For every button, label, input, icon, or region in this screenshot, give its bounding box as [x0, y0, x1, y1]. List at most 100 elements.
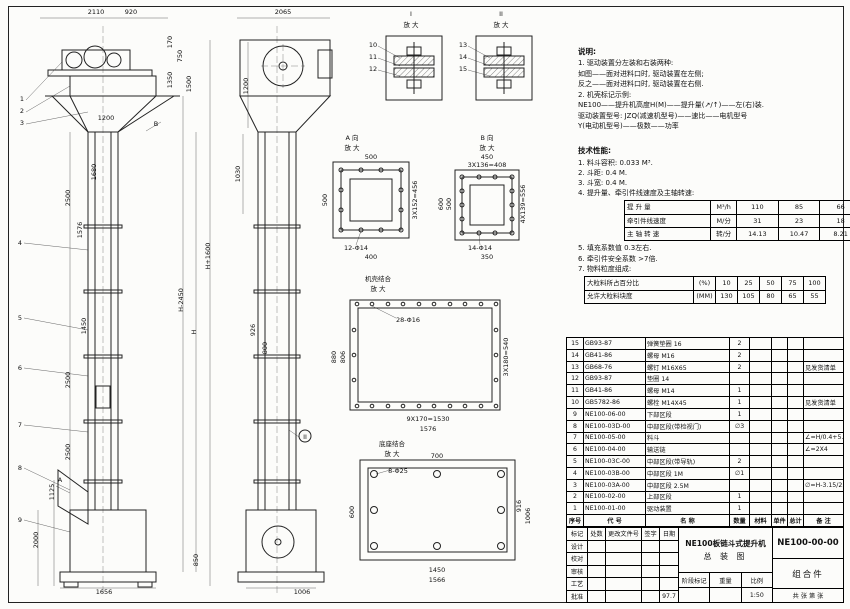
dimension-label: 放 大 [493, 20, 509, 29]
bom-cell [749, 373, 771, 385]
row-value: 100 [803, 276, 825, 290]
note-line: NE100——提升机高度H(M)——提升量(↗/↑)——左(右)装. [578, 101, 765, 110]
row-value: 130 [715, 290, 737, 303]
bom-cell: ∅1 [729, 467, 749, 479]
dimension-label: 放 大 [344, 143, 360, 152]
product-name: NE100板链斗式提升机 [685, 539, 766, 548]
dimension-label: H+1600 [204, 243, 212, 270]
bom-cell [787, 432, 803, 444]
bom-cell: NE100-05-00 [583, 432, 645, 444]
dimension-label: 700 [431, 452, 443, 460]
row-unit: (%) [693, 276, 715, 290]
bom-cell: 螺钉 M16X65 [645, 361, 729, 373]
revision-cell: 审核 [570, 568, 584, 576]
dimension-label: 1576 [420, 425, 437, 433]
bom-cell: 垫圈 14 [645, 373, 729, 385]
row-value: 50 [759, 276, 781, 290]
bom-cell [771, 408, 787, 420]
bom-header-cell: 材料 [749, 515, 771, 526]
bom-cell: 上部区段 [645, 491, 729, 503]
bom-cell: 中部区段 1M [645, 467, 729, 479]
bom-cell: 1 [729, 491, 749, 503]
dimension-label: 3X180=540 [502, 338, 510, 377]
row-label: 提 升 量 [627, 203, 651, 212]
bom-header-row: 序号代 号名 称数量材料单件总计备 注 [567, 514, 843, 526]
dimension-label: 1200 [98, 114, 115, 122]
bom-cell [803, 467, 843, 479]
revision-cell [641, 540, 659, 552]
revision-row: 工艺 [567, 577, 678, 590]
dimension-label: 1350 [166, 72, 174, 89]
bom-cell: ∅=H-3.15/2.5 [803, 479, 843, 491]
bom-header-cell: 备 注 [803, 515, 843, 526]
part-class: 组合件 [773, 558, 843, 588]
dimension-label: 5 [18, 314, 22, 322]
row-unit: (MM) [693, 290, 715, 303]
dimension-label: 600 [437, 198, 445, 210]
drawing-title: NE100板链斗式提升机 总 装 图 [679, 528, 772, 572]
bom-cell: 5 [573, 458, 577, 466]
bom-cell [787, 408, 803, 420]
revision-cell: 更改文件号 [605, 528, 641, 540]
dimension-label: 800 [261, 342, 269, 354]
bom-cell: GB93-87 [583, 373, 645, 385]
weight-label: 重量 [709, 573, 740, 587]
bom-cell: NE100-03B-00 [583, 467, 645, 479]
specs-title: 技术性能: [578, 146, 611, 155]
bom-cell [749, 408, 771, 420]
bom-cell [771, 385, 787, 397]
bom-cell: 下部区段 [645, 408, 729, 420]
dimension-label: 4 [18, 239, 22, 247]
bom-cell [787, 456, 803, 467]
dimension-label: 3X152=456 [411, 181, 419, 220]
bom-cell: 2 [729, 456, 749, 467]
bom-cell: NE100-01-00 [583, 503, 645, 515]
revision-cell [587, 590, 605, 602]
bom-cell [787, 503, 803, 515]
dimension-label: 放 大 [403, 20, 419, 29]
row-value: 23 [777, 215, 820, 228]
bom-cell: 1 [573, 505, 577, 513]
bom-header-cell: 代 号 [583, 515, 645, 526]
scale-value: 1:50 [740, 588, 772, 602]
dimension-label: 500 [321, 194, 329, 206]
sheet-border [8, 6, 844, 603]
dimension-label: 1200 [242, 78, 250, 95]
dimension-label: 放 大 [370, 284, 386, 293]
bom-cell: 4 [573, 469, 577, 477]
bom-cell: 驱动装置 [645, 503, 729, 515]
bom-cell [749, 467, 771, 479]
bom-cell [803, 420, 843, 432]
bom-cell: 中部区段(带导轨) [645, 456, 729, 467]
dimension-label: 1125 [48, 484, 56, 501]
bom-cell [749, 397, 771, 408]
dimension-label: 14-Φ14 [468, 244, 492, 252]
revision-cell [641, 590, 659, 602]
revision-cell [641, 553, 659, 565]
row-label: 大粒料所占百分比 [587, 278, 639, 287]
spec-item: 3. 斗宽: 0.4 M. [578, 179, 628, 188]
bom-cell: 10 [571, 398, 579, 406]
dimension-label: 1566 [429, 576, 446, 584]
row-value: 85 [777, 201, 820, 215]
dimension-label: 500 [445, 198, 453, 210]
notes-section: 说明: 1. 驱动装置分左装和右装两种: 如图——面对进料口时, 驱动装置在左侧… [578, 46, 840, 132]
note-line: 2. 机壳标记示例: [578, 90, 632, 99]
dimension-label: 350 [481, 253, 493, 261]
bom-cell [803, 491, 843, 503]
bom-cell [771, 479, 787, 491]
bom-cell: 螺母 M16 [645, 349, 729, 361]
bom-cell [787, 491, 803, 503]
dimension-label: 400 [365, 253, 377, 261]
revision-cell: 处数 [587, 528, 605, 540]
